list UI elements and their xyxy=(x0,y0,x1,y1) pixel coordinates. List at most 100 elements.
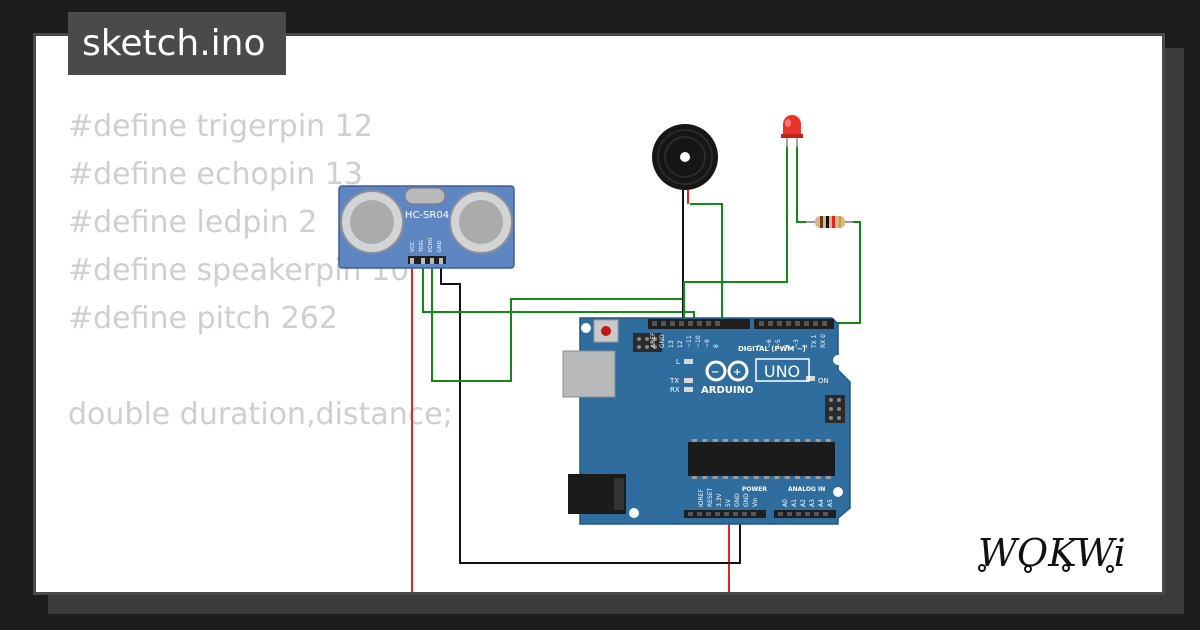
ultrasonic-sensor[interactable]: HC-SR04 VCC TRIG ECHO GND xyxy=(338,185,515,269)
led-rx-label: RX xyxy=(670,386,680,394)
digital-pin[interactable] xyxy=(661,321,666,326)
digital-pin-label: 4 xyxy=(784,344,791,348)
chip-leg xyxy=(712,439,718,442)
chip-leg xyxy=(722,439,728,442)
chip-leg xyxy=(815,439,821,442)
digital-pin[interactable] xyxy=(777,321,782,326)
digital-pin[interactable] xyxy=(768,321,773,326)
chip-leg xyxy=(733,476,739,479)
power-pin-label: RESET xyxy=(707,487,714,507)
chip-leg xyxy=(825,476,831,479)
power-pin[interactable] xyxy=(697,512,702,516)
buzzer[interactable] xyxy=(652,124,718,190)
digital-pin-label: 7 xyxy=(757,344,764,348)
chip-leg xyxy=(753,476,759,479)
digital-pin[interactable] xyxy=(670,321,675,326)
chip-leg xyxy=(692,439,697,442)
power-pin[interactable] xyxy=(715,512,720,516)
chip-leg xyxy=(805,439,811,442)
sensor-pin-label: ECHO xyxy=(428,238,434,252)
power-pin[interactable] xyxy=(706,512,711,516)
power-pin[interactable] xyxy=(751,512,756,516)
power-pin[interactable] xyxy=(733,512,738,516)
digital-pin[interactable] xyxy=(688,321,693,326)
digital-header-right[interactable] xyxy=(754,319,834,329)
analog-pin[interactable] xyxy=(787,512,792,516)
digital-pin-label: TX 1 xyxy=(811,334,818,349)
wokwi-logo: WOKWi xyxy=(978,531,1126,575)
digital-pin-label: 12 xyxy=(677,340,684,348)
digital-label: DIGITAL (PWM ~) xyxy=(738,345,806,353)
chip-leg xyxy=(712,476,718,479)
chip-leg xyxy=(702,439,708,442)
wire-buzzer-pin10[interactable] xyxy=(690,203,723,322)
led-l xyxy=(684,359,693,364)
sensor-pin-echo[interactable] xyxy=(430,258,434,264)
code-line: #define ledpin 2 xyxy=(68,205,318,240)
led-tx xyxy=(684,378,693,383)
digital-pin-label: 2 xyxy=(802,344,809,348)
digital-pin[interactable] xyxy=(786,321,791,326)
analog-pin-label: A0 xyxy=(782,499,789,507)
wire-resistor-pin2[interactable] xyxy=(810,221,861,324)
digital-pin-label: AREF xyxy=(650,332,657,348)
code-line: #define echopin 13 xyxy=(68,157,363,192)
chip-leg xyxy=(815,476,821,479)
chip-leg xyxy=(692,476,697,479)
reset-button[interactable] xyxy=(601,326,611,336)
digital-pin[interactable] xyxy=(822,321,827,326)
chip-leg xyxy=(795,476,800,479)
chip-leg xyxy=(743,439,749,442)
digital-pin-label: 13 xyxy=(668,340,675,348)
analog-pin[interactable] xyxy=(814,512,819,516)
analog-pin[interactable] xyxy=(796,512,801,516)
wire-led-gnd[interactable] xyxy=(683,146,788,322)
digital-pin[interactable] xyxy=(715,321,720,326)
digital-pin[interactable] xyxy=(813,321,818,326)
wire-led-resistor[interactable] xyxy=(796,146,808,223)
digital-pin-label: 8 xyxy=(713,344,720,348)
digital-pin[interactable] xyxy=(697,321,702,326)
analog-pin-label: A2 xyxy=(800,499,807,507)
power-pin-label: 3.3V xyxy=(716,492,723,507)
analog-pin-label: A5 xyxy=(827,499,834,507)
wire-trig-green[interactable] xyxy=(422,262,695,322)
chip-leg xyxy=(825,439,831,442)
chip-leg xyxy=(753,439,759,442)
wire-gnd-black[interactable] xyxy=(440,262,741,564)
sensor-pin-trig[interactable] xyxy=(421,258,425,264)
arduino-logo-icon xyxy=(705,360,749,382)
chip-leg xyxy=(733,439,739,442)
sensor-pin-vcc[interactable] xyxy=(410,258,414,264)
power-label: POWER xyxy=(742,486,767,493)
svg-text:+: + xyxy=(733,367,741,378)
analog-pin[interactable] xyxy=(823,512,828,516)
digital-pin-label: ~6 xyxy=(766,339,773,348)
digital-pin-label: GND xyxy=(659,334,666,348)
file-tab[interactable]: sketch.ino xyxy=(68,12,286,75)
digital-pin[interactable] xyxy=(706,321,711,326)
on-label: ON xyxy=(818,377,829,385)
power-pin[interactable] xyxy=(742,512,747,516)
wires xyxy=(411,146,861,592)
chip-leg xyxy=(805,476,811,479)
microcontroller-chip xyxy=(688,442,835,476)
digital-pin[interactable] xyxy=(795,321,800,326)
analog-pin[interactable] xyxy=(805,512,810,516)
sensor-pin-label: GND xyxy=(437,240,443,252)
chip-leg xyxy=(764,476,770,479)
resistor[interactable] xyxy=(806,216,853,228)
code-line: #define trigerpin 12 xyxy=(68,109,373,144)
analog-pin[interactable] xyxy=(778,512,783,516)
digital-pin[interactable] xyxy=(804,321,809,326)
power-pin[interactable] xyxy=(724,512,729,516)
digital-pin[interactable] xyxy=(652,321,657,326)
led-l-label: L xyxy=(676,358,680,366)
analog-pin-label: A1 xyxy=(791,499,798,507)
digital-pin[interactable] xyxy=(759,321,764,326)
digital-pin[interactable] xyxy=(679,321,684,326)
sensor-pin-gnd[interactable] xyxy=(439,258,443,264)
power-pin[interactable] xyxy=(688,512,693,516)
red-led[interactable] xyxy=(781,115,803,148)
